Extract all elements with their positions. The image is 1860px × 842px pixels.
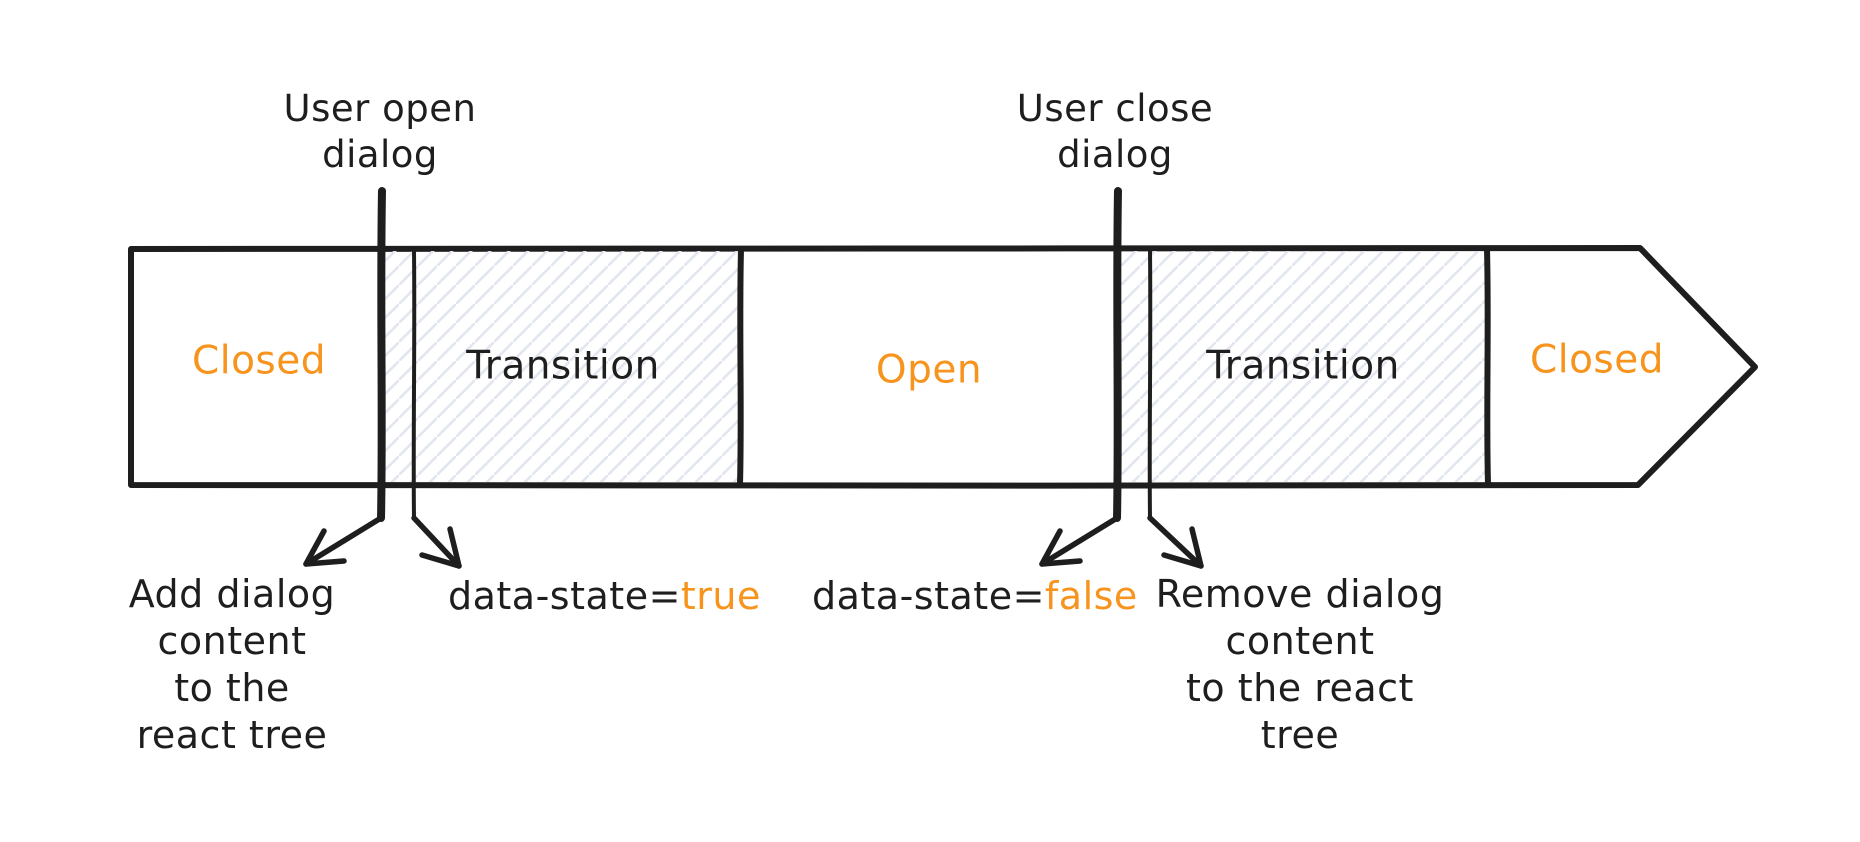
- event-close-label-line1: User close: [1016, 87, 1214, 130]
- arrow-state-false-icon: [1039, 515, 1120, 567]
- arrow-state-true-icon: [411, 515, 462, 569]
- arrow-shaft: [303, 515, 384, 567]
- remove-dialog-note-line1: Remove dialog: [1155, 572, 1445, 616]
- arrow-head: [1039, 528, 1083, 567]
- state-false-line: [1147, 249, 1153, 520]
- state-false-value: false: [1044, 574, 1138, 618]
- event-close-label: User close dialog: [1017, 86, 1213, 178]
- segment-label-closed-2: Closed: [1530, 337, 1664, 383]
- add-dialog-note-line1: Add dialog: [128, 572, 336, 616]
- arrow-head: [1161, 526, 1204, 569]
- add-dialog-note-line3: to the: [174, 666, 290, 710]
- event-close-label-line2: dialog: [1057, 133, 1173, 176]
- add-dialog-note: Add dialog content to the react tree: [129, 571, 336, 759]
- state-false-label: data-state=false: [812, 574, 1138, 618]
- remove-dialog-note-line2: content: [1225, 619, 1375, 663]
- divider-transition-open: [737, 246, 744, 487]
- event-close-line: [1113, 187, 1122, 522]
- segment-label-transition-2: Transition: [1206, 343, 1400, 389]
- arrow-head: [303, 528, 347, 567]
- arrow-head: [419, 526, 462, 569]
- event-open-label-line2: dialog: [322, 133, 438, 176]
- add-dialog-note-line2: content: [157, 619, 307, 663]
- arrow-remove-dialog-icon: [1147, 515, 1204, 569]
- segment-label-open: Open: [875, 347, 983, 393]
- state-true-prefix: data-state=: [448, 574, 681, 618]
- arrow-shaft: [1039, 515, 1120, 567]
- transition-hatch-1: [385, 251, 743, 482]
- remove-dialog-note-line4: tree: [1260, 713, 1340, 757]
- event-open-label-line1: User open: [283, 87, 477, 130]
- remove-dialog-note-line3: to the react: [1186, 666, 1414, 710]
- arrow-add-dialog-icon: [303, 515, 384, 567]
- segment-label-closed-1: Closed: [192, 338, 326, 384]
- state-false-prefix: data-state=: [812, 574, 1045, 618]
- arrow-shaft: [1147, 515, 1204, 569]
- state-true-value: true: [680, 574, 761, 618]
- transition-hatch-2: [1121, 251, 1486, 482]
- event-open-label: User open dialog: [284, 86, 477, 178]
- divider-transition-closed: [1484, 246, 1491, 487]
- arrow-shaft: [411, 515, 462, 569]
- remove-dialog-note: Remove dialog content to the react tree: [1156, 571, 1445, 759]
- add-dialog-note-line4: react tree: [136, 713, 328, 757]
- event-open-line: [377, 187, 386, 522]
- segment-label-transition-1: Transition: [466, 343, 660, 389]
- state-true-label: data-state=true: [448, 574, 761, 618]
- state-true-line: [411, 249, 417, 520]
